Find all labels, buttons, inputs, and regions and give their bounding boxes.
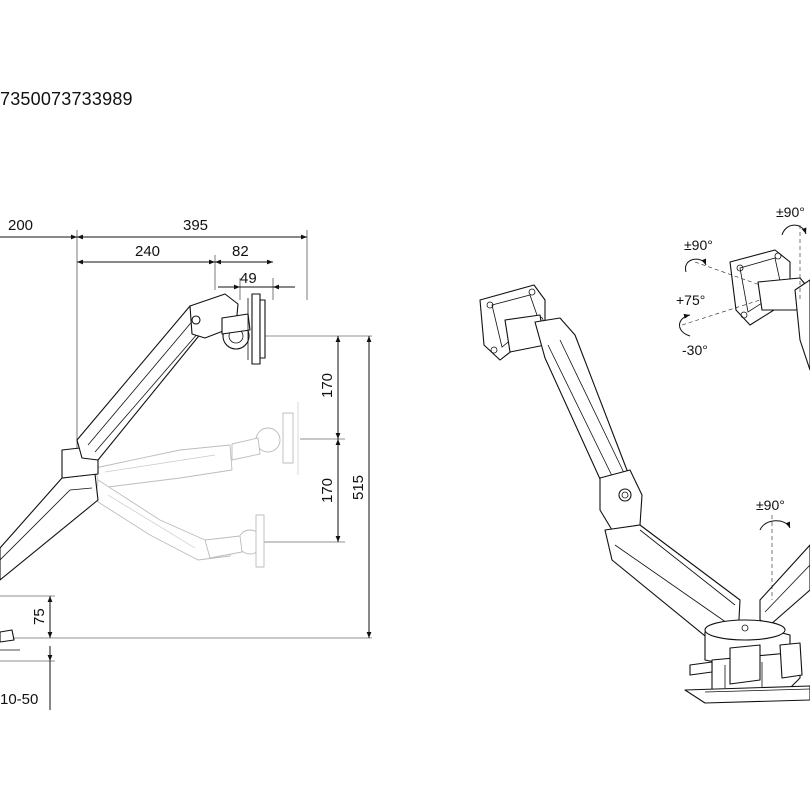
dim-height-up: 170 [319, 373, 336, 398]
vesa-plate-right [729, 249, 810, 326]
dim-height-down: 170 [319, 478, 336, 503]
arm-swivel-indicator: ±90° [756, 497, 791, 600]
left-upper-arm [534, 317, 643, 531]
side-view-drawing: 200 395 240 82 49 170 170 515 75 10-50 [0, 217, 372, 710]
desk-clamp [0, 629, 20, 651]
dim-clamp-height: 75 [31, 608, 48, 625]
label-rotate-top: ±90° [776, 204, 805, 220]
upper-arm [76, 293, 239, 461]
dim-reach-left: 200 [8, 217, 33, 234]
dim-arm-segment: 240 [135, 243, 160, 260]
ghost-arm-lower [94, 479, 265, 568]
ghost-arm-middle [94, 402, 299, 489]
rotate-top-indicator: ±90° [776, 204, 807, 300]
dim-reach-total: 395 [183, 217, 208, 234]
label-arm-swivel: ±90° [756, 497, 785, 513]
base-clamp [684, 619, 810, 704]
vesa-plate-left [479, 284, 546, 361]
lower-arm [0, 445, 99, 581]
swivel-left-indicator: ±90° [684, 237, 761, 286]
dim-plate-depth: 49 [240, 270, 257, 287]
dim-height-total: 515 [350, 475, 367, 500]
dim-head-offset: 82 [232, 243, 249, 260]
label-swivel-left: ±90° [684, 237, 713, 253]
product-code: 7350073733989 [0, 89, 133, 109]
label-tilt-up: +75° [676, 292, 705, 308]
dim-desk-thickness: 10-50 [0, 691, 38, 708]
iso-view-drawing: ±90° ±90° +75° -30° ±90° [479, 204, 810, 704]
monitor-head [221, 293, 266, 365]
right-arm [759, 279, 810, 626]
tilt-indicator: +75° -30° [676, 292, 761, 358]
label-tilt-down: -30° [682, 342, 708, 358]
